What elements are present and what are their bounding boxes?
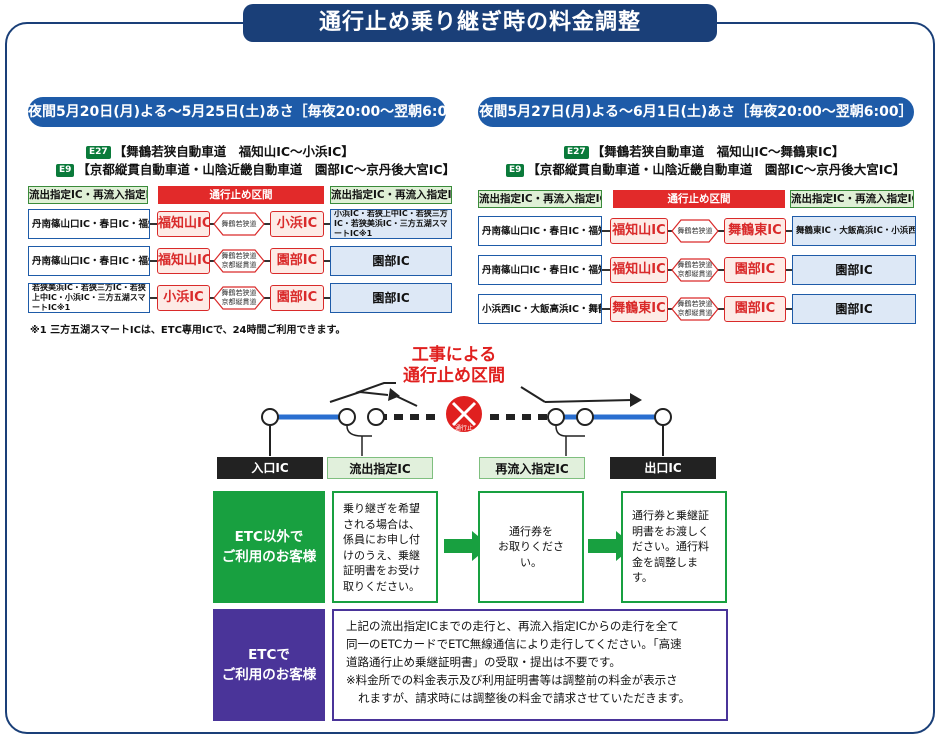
closure-start-ic: 福知山IC (157, 211, 210, 237)
closure-start-ic: 福知山IC (157, 248, 210, 274)
route-name: 舞鶴若狭道 (221, 219, 257, 228)
closure-start-ic: 福知山IC (610, 257, 668, 283)
reentry-ic-label: 再流入指定IC (479, 457, 585, 479)
route-badge-e27: E27 (564, 145, 589, 159)
exit-ic-label: 流出指定IC (327, 457, 433, 479)
right-header-reentry: 流出指定IC・再流入指定IC (790, 190, 914, 208)
route-name: 舞鶴若狭道 (677, 300, 713, 308)
route-names: 舞鶴若狭道 (213, 211, 265, 237)
road-name: 【京都縦貫自動車道・山陰近畿自動車道 園部IC〜京丹後大宮IC】 (527, 162, 906, 177)
page-title: 通行止め乗り継ぎ時の料金調整 (243, 4, 717, 42)
road-name: 【舞鶴若狭自動車道 福知山IC〜舞鶴東IC】 (591, 144, 845, 159)
footnote: ※1 三方五湖スマートICは、ETC専用ICで、24時間ご利用できます。 (30, 325, 346, 336)
closed-route: 舞鶴若狭道京都縦貫道 (671, 257, 719, 283)
origin-ics: 丹南篠山口IC・春日IC・福知山IC (478, 255, 602, 285)
non-etc-step1: 乗り継ぎを希望される場合は、係員にお申し付けのうえ、乗継証明書をお受け取りくださ… (332, 491, 438, 603)
double-arrow-icon (213, 286, 265, 310)
closure-end-ic: 小浜IC (270, 211, 324, 237)
destination-ics: 園部IC (792, 294, 916, 324)
route-name: 京都縦貫道 (677, 270, 713, 278)
route-names: 舞鶴若狭道京都縦貫道 (213, 248, 265, 274)
etc-instructions: 上記の流出指定ICまでの走行と、再流入指定ICからの走行を全て 同一のETCカー… (332, 609, 728, 721)
destination-ics: 舞鶴東IC・大飯高浜IC・小浜西IC (792, 216, 916, 246)
destination-ics: 園部IC (330, 283, 452, 313)
route-names: 舞鶴若狭道京都縦貫道 (671, 296, 719, 322)
closed-route: 舞鶴若狭道京都縦貫道 (213, 248, 265, 274)
route-name: 京都縦貫道 (221, 261, 257, 269)
route-name: 舞鶴若狭道 (677, 226, 713, 235)
origin-ics: 丹南篠山口IC・春日IC・福知山IC (478, 216, 602, 246)
closure-end-ic: 園部IC (724, 296, 786, 322)
final-exit-ic-label: 出口IC (610, 457, 716, 479)
left-header-closed: 通行止め区間 (158, 186, 324, 204)
right-period: 夜間5月27日(月)よる〜6月1日(土)あさ［毎夜20:00〜翌朝6:00］ (478, 97, 914, 127)
double-arrow-icon (213, 249, 265, 273)
closure-end-ic: 園部IC (270, 285, 324, 311)
destination-ics: 園部IC (330, 246, 452, 276)
closed-sign-label: 通行止 (454, 425, 473, 432)
right-header-exit: 流出指定IC・再流入指定IC (478, 190, 602, 208)
route-names: 舞鶴若狭道 (671, 218, 719, 244)
double-arrow-icon (671, 258, 719, 282)
left-header-exit: 流出指定IC・再流入指定IC (28, 186, 148, 204)
left-header-reentry: 流出指定IC・再流入指定IC (330, 186, 452, 204)
route-names: 舞鶴若狭道京都縦貫道 (671, 257, 719, 283)
origin-ics: 丹南篠山口IC・春日IC・福知山IC (28, 246, 150, 276)
non-etc-step3: 通行券と乗継証明書をお渡しください。通行料金を調整します。 (621, 491, 727, 603)
closed-route: 舞鶴若狭道 (213, 211, 265, 237)
route-name: 舞鶴若狭道 (221, 252, 257, 260)
closure-end-ic: 舞鶴東IC (724, 218, 786, 244)
non-etc-customer-label: ETC以外で ご利用のお客様 (213, 491, 325, 603)
closure-end-ic: 園部IC (724, 257, 786, 283)
non-etc-step2: 通行券を お取りください。 (478, 491, 584, 603)
etc-customer-label: ETCで ご利用のお客様 (213, 609, 325, 721)
closure-start-ic: 福知山IC (610, 218, 668, 244)
closure-diagram-title: 工事による 通行止め区間 (403, 345, 505, 386)
route-name: 舞鶴若狭道 (677, 261, 713, 269)
route-name: 京都縦貫道 (221, 298, 257, 306)
closure-start-ic: 小浜IC (157, 285, 210, 311)
destination-ics: 園部IC (792, 255, 916, 285)
destination-ics: 小浜IC・若狭上中IC・若狭三方IC・若狭美浜IC・三方五湖スマートIC※1 (330, 209, 452, 239)
origin-ics: 小浜西IC・大飯高浜IC・舞鶴東IC (478, 294, 602, 324)
route-badge-e9: E9 (56, 163, 75, 177)
closed-route: 舞鶴若狭道京都縦貫道 (671, 296, 719, 322)
left-roads: E27【舞鶴若狭自動車道 福知山IC〜小浜IC】 E9【京都縦貫自動車道・山陰近… (56, 144, 455, 180)
route-badge-e27: E27 (86, 145, 111, 159)
route-badge-e9: E9 (506, 163, 525, 177)
left-period: 夜間5月20日(月)よる〜5月25日(土)あさ［毎夜20:00〜翌朝6:00］ (28, 97, 471, 127)
double-arrow-icon (671, 297, 719, 321)
closure-end-ic: 園部IC (270, 248, 324, 274)
route-names: 舞鶴若狭道京都縦貫道 (213, 285, 265, 311)
right-roads: E27【舞鶴若狭自動車道 福知山IC〜舞鶴東IC】 E9【京都縦貫自動車道・山陰… (506, 144, 905, 180)
road-name: 【京都縦貫自動車道・山陰近畿自動車道 園部IC〜京丹後大宮IC】 (77, 162, 456, 177)
closed-route: 舞鶴若狭道 (671, 218, 719, 244)
right-header-closed: 通行止め区間 (613, 190, 785, 208)
origin-ics: 丹南篠山口IC・春日IC・福知山IC (28, 209, 150, 239)
closure-start-ic: 舞鶴東IC (610, 296, 668, 322)
route-name: 舞鶴若狭道 (221, 289, 257, 297)
double-arrow-icon (213, 212, 265, 236)
closed-route: 舞鶴若狭道京都縦貫道 (213, 285, 265, 311)
road-name: 【舞鶴若狭自動車道 福知山IC〜小浜IC】 (113, 144, 354, 159)
origin-ics: 若狭美浜IC・若狭三方IC・若狭上中IC・小浜IC・三方五湖スマートIC※1 (28, 283, 150, 313)
entry-ic-label: 入口IC (217, 457, 323, 479)
route-name: 京都縦貫道 (677, 309, 713, 317)
double-arrow-icon (671, 219, 719, 243)
